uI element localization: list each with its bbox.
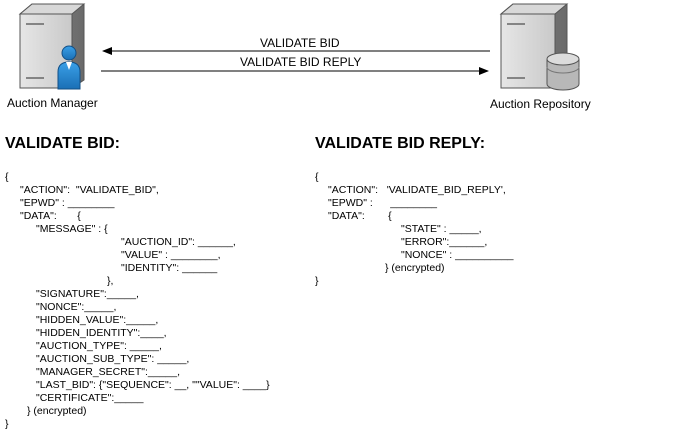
code-line: } (encrypted) bbox=[27, 405, 87, 417]
code-line: "EPWD" : ________ bbox=[20, 197, 115, 209]
code-line: } bbox=[315, 275, 319, 287]
validate-bid-reply-heading: VALIDATE BID REPLY: bbox=[315, 135, 486, 152]
code-line: "MESSAGE" : { bbox=[36, 223, 108, 235]
code-line: "LAST_BID": {"SEQUENCE": __, ""VALUE": _… bbox=[36, 379, 270, 391]
code-line: { bbox=[5, 171, 9, 183]
server-user-icon bbox=[18, 3, 86, 90]
validate-bid-arrow-label: VALIDATE BID bbox=[260, 36, 340, 50]
code-line: "ACTION": 'VALIDATE_BID_REPLY', bbox=[328, 184, 506, 196]
code-line: "AUCTION_TYPE": _____, bbox=[36, 340, 162, 352]
code-line: "IDENTITY": ______ bbox=[121, 262, 218, 274]
code-line: "ERROR":______, bbox=[401, 236, 488, 248]
code-line: "NONCE":_____, bbox=[36, 301, 117, 313]
code-line: "VALUE" : ________, bbox=[121, 249, 221, 261]
server-database-icon bbox=[499, 3, 580, 91]
auction-repository-label: Auction Repository bbox=[490, 97, 591, 111]
code-line: }, bbox=[107, 275, 114, 287]
code-line: } (encrypted) bbox=[385, 262, 445, 274]
code-line: "STATE" : _____, bbox=[401, 223, 482, 235]
validate-bid-reply-arrow-label: VALIDATE BID REPLY bbox=[240, 55, 362, 69]
code-line: "AUCTION_ID": ______, bbox=[121, 236, 236, 248]
code-line: { bbox=[315, 171, 319, 183]
auction-manager-label: Auction Manager bbox=[7, 96, 98, 110]
code-line: "NONCE" : __________ bbox=[401, 249, 514, 261]
code-line: "SIGNATURE":_____, bbox=[36, 288, 139, 300]
code-line: "AUCTION_SUB_TYPE": _____, bbox=[36, 353, 190, 365]
validate-bid-heading: VALIDATE BID: bbox=[5, 135, 120, 152]
code-line: "DATA": { bbox=[20, 210, 81, 222]
code-line: "DATA": { bbox=[328, 210, 392, 222]
code-line: } bbox=[5, 418, 9, 430]
code-line: "ACTION": "VALIDATE_BID", bbox=[20, 184, 159, 196]
code-line: "MANAGER_SECRET":_____, bbox=[36, 366, 181, 378]
code-line: "HIDDEN_VALUE":_____, bbox=[36, 314, 159, 326]
code-line: "CERTIFICATE":_____ bbox=[36, 392, 144, 404]
code-line: "EPWD" : ________ bbox=[328, 197, 438, 209]
code-line: "HIDDEN_IDENTITY":____, bbox=[36, 327, 167, 339]
